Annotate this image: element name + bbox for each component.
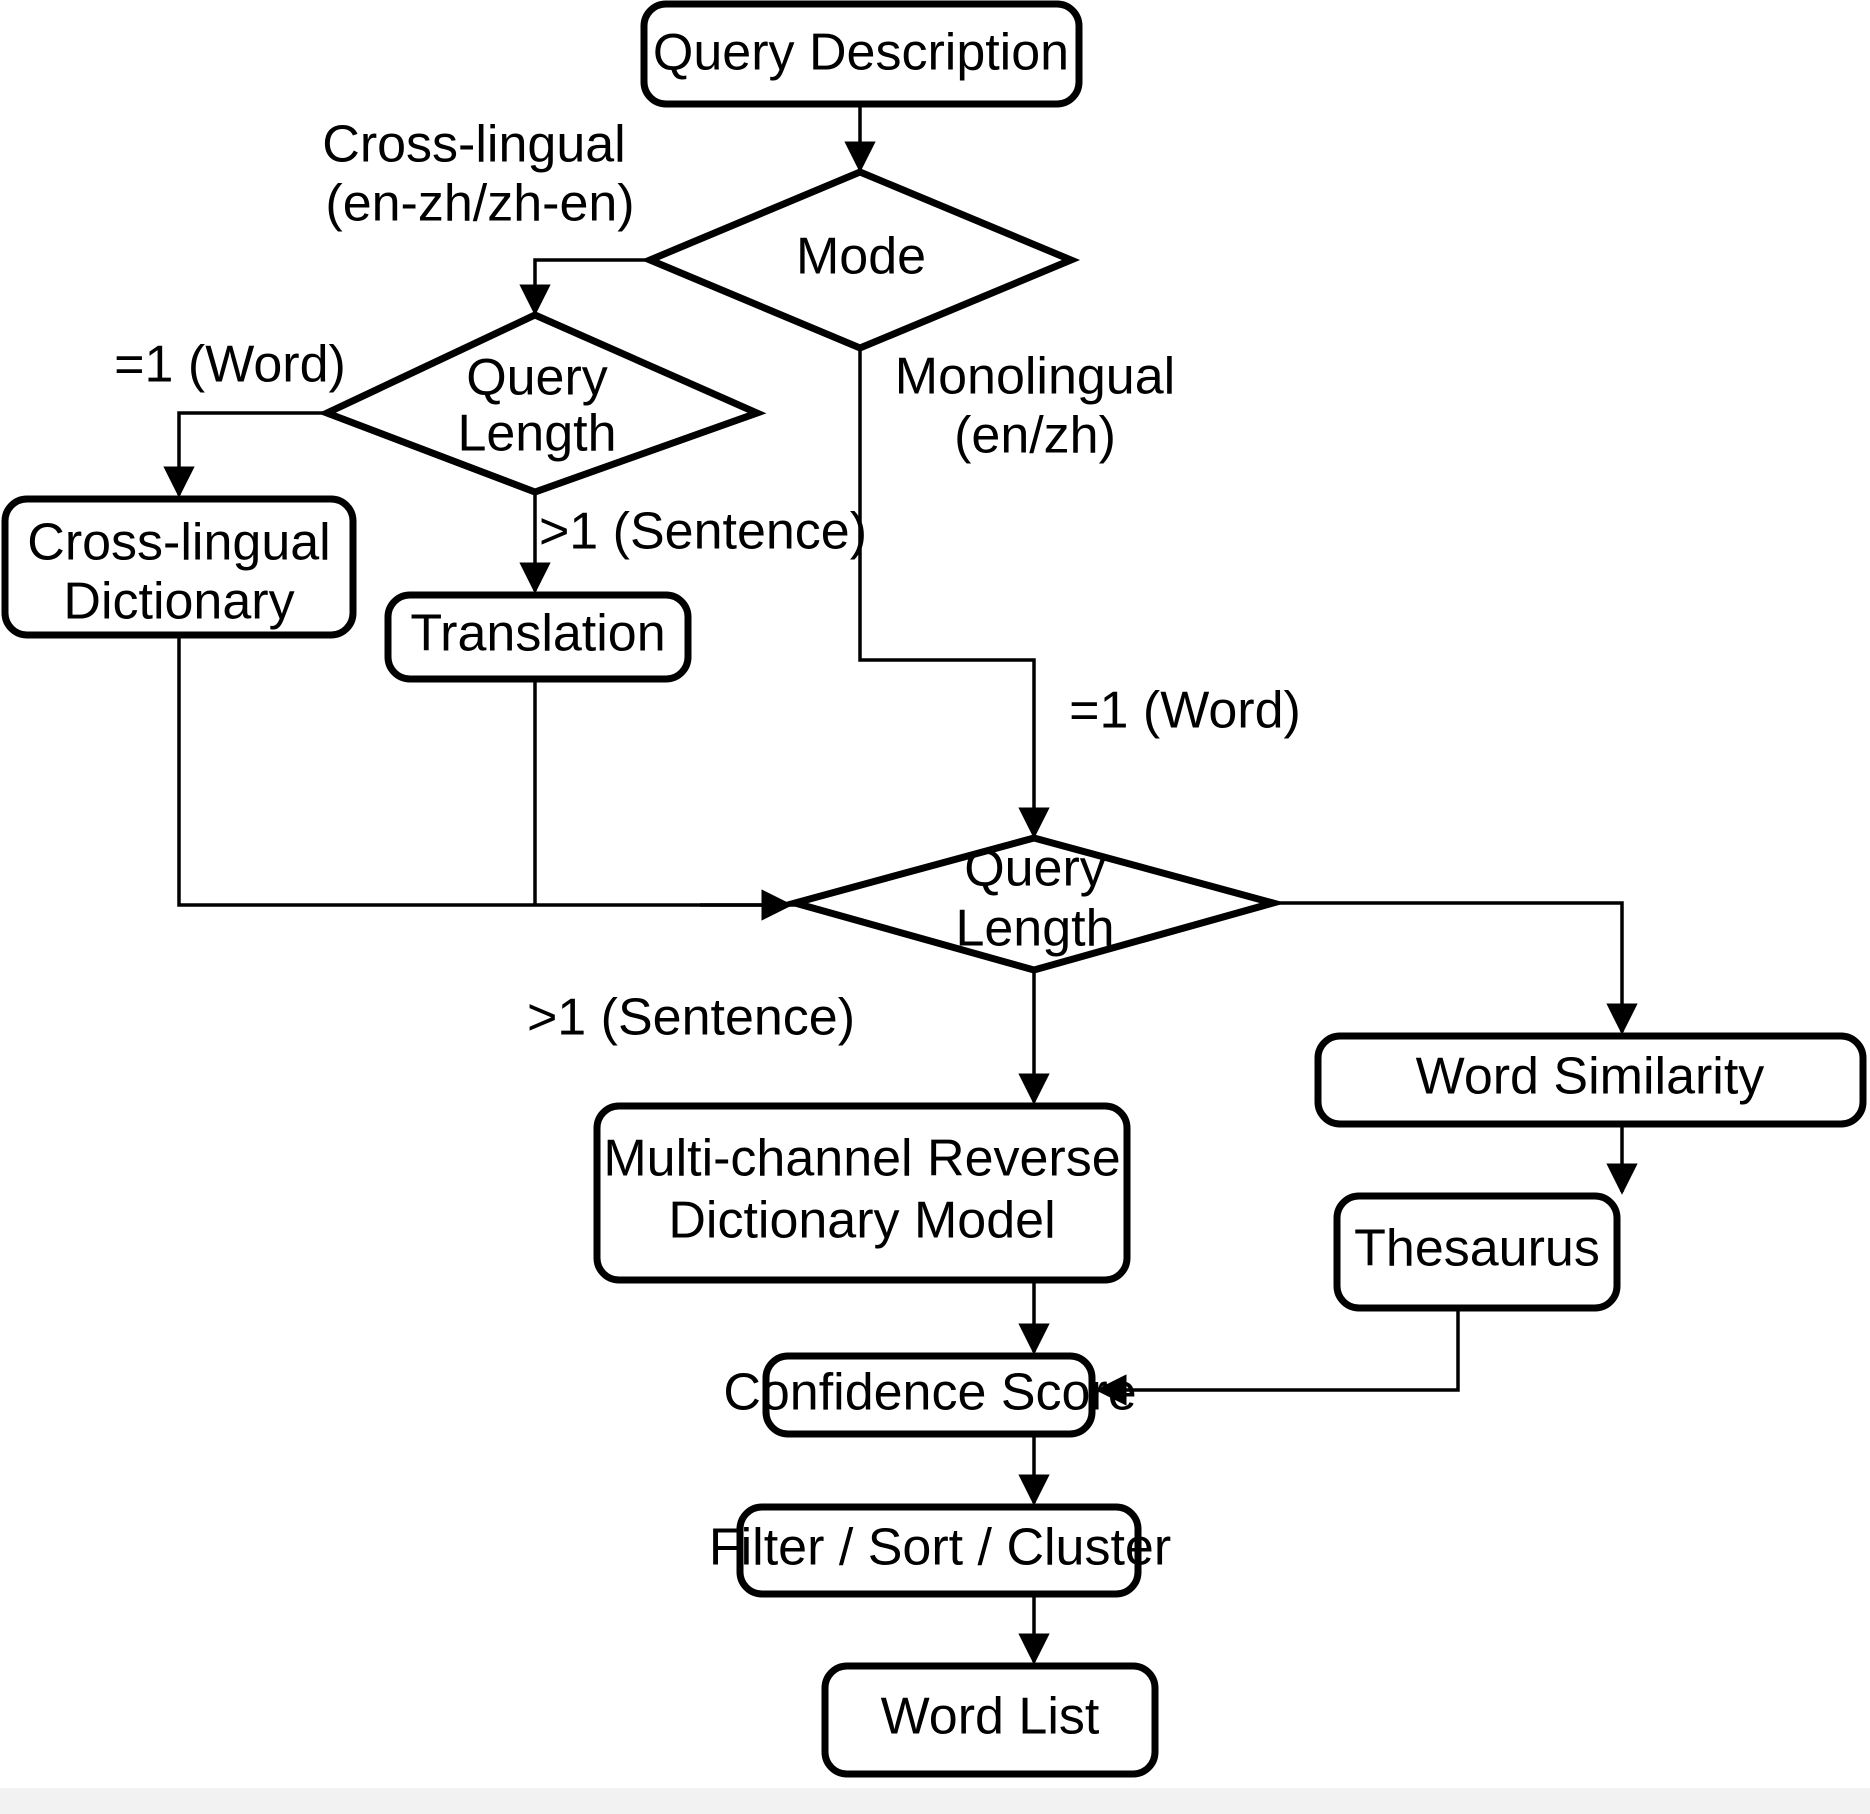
filter-sort-cluster-label: Filter / Sort / Cluster: [709, 1519, 1171, 1577]
edge-label-word-cross: =1 (Word): [114, 336, 346, 394]
thesaurus-label: Thesaurus: [1354, 1220, 1600, 1278]
node-query-length-mono[interactable]: Query Length: [781, 834, 1287, 974]
node-translation[interactable]: Translation: [384, 591, 692, 683]
cross-lingual-dictionary-box[interactable]: [1, 495, 357, 639]
word-list-label: Word List: [881, 1688, 1100, 1746]
query-length-mono-diamond[interactable]: [781, 834, 1287, 974]
edge-label-monolingual-line1: Monolingual: [895, 348, 1175, 406]
node-word-similarity[interactable]: Word Similarity: [1314, 1032, 1867, 1128]
edge-dictionary-to-merge: [177, 637, 795, 907]
query-length-cross-diamond[interactable]: [318, 311, 767, 496]
node-filter-sort-cluster[interactable]: Filter / Sort / Cluster: [709, 1503, 1171, 1598]
query-description-label: Query Description: [653, 24, 1069, 82]
edge-label-sentence-cross: >1 (Sentence): [539, 503, 867, 561]
edge-label-cross-lingual-line2: (en-zh/zh-en): [325, 175, 634, 233]
edge-label-sentence-mono: >1 (Sentence): [527, 989, 855, 1047]
query-length-mono-label-line2: Length: [955, 900, 1114, 958]
connectors: [163, 104, 1638, 1665]
node-word-list[interactable]: Word List: [821, 1662, 1159, 1778]
query-length-mono-label-line1: Query: [964, 840, 1106, 898]
node-query-length-cross[interactable]: Query Length: [318, 311, 767, 496]
edge-label-word-mono: =1 (Word): [1069, 682, 1301, 740]
word-list-box[interactable]: [821, 1662, 1159, 1778]
translation-box[interactable]: [384, 591, 692, 683]
query-description-box[interactable]: [640, 0, 1083, 108]
word-similarity-label: Word Similarity: [1416, 1048, 1765, 1106]
multichannel-label-line1: Multi-channel Reverse: [603, 1130, 1120, 1188]
node-mode[interactable]: Mode: [640, 168, 1081, 352]
mode-diamond[interactable]: [640, 168, 1081, 352]
edge-label-cross-lingual-line1: Cross-lingual: [322, 116, 625, 174]
thesaurus-box[interactable]: [1333, 1192, 1621, 1312]
edge-query-length-mono-to-word-similarity: [1273, 901, 1638, 1035]
query-length-cross-label-line1: Query: [466, 349, 608, 407]
edge-mode-to-query-length-mono: [858, 348, 1050, 839]
edge-mode-to-query-length-cross: [519, 258, 652, 316]
edge-label-monolingual-line2: (en/zh): [954, 407, 1116, 465]
translation-label: Translation: [410, 605, 665, 663]
edge-query-length-cross-to-dictionary: [163, 411, 327, 498]
edge-labels: Cross-lingual (en-zh/zh-en) Monolingual …: [114, 116, 1301, 1047]
node-cross-lingual-dictionary[interactable]: Cross-lingual Dictionary: [1, 495, 357, 639]
node-query-description[interactable]: Query Description: [640, 0, 1083, 108]
cross-lingual-dictionary-label-line1: Cross-lingual: [27, 514, 330, 572]
query-length-cross-label-line2: Length: [457, 405, 616, 463]
confidence-score-box[interactable]: [762, 1352, 1096, 1438]
mode-label: Mode: [796, 228, 926, 286]
cross-lingual-dictionary-label-line2: Dictionary: [63, 573, 294, 631]
confidence-score-label: Confidence Score: [723, 1364, 1136, 1422]
word-similarity-box[interactable]: [1314, 1032, 1867, 1128]
filter-sort-cluster-box[interactable]: [736, 1503, 1142, 1598]
node-confidence-score[interactable]: Confidence Score: [723, 1352, 1137, 1438]
multichannel-box[interactable]: [593, 1102, 1131, 1284]
bottom-strip: [0, 1788, 1870, 1814]
multichannel-label-line2: Dictionary Model: [668, 1192, 1055, 1250]
node-thesaurus[interactable]: Thesaurus: [1333, 1192, 1621, 1312]
node-multichannel-reverse-dictionary-model[interactable]: Multi-channel Reverse Dictionary Model: [593, 1102, 1131, 1284]
edge-thesaurus-to-confidence-score: [1095, 1308, 1460, 1406]
